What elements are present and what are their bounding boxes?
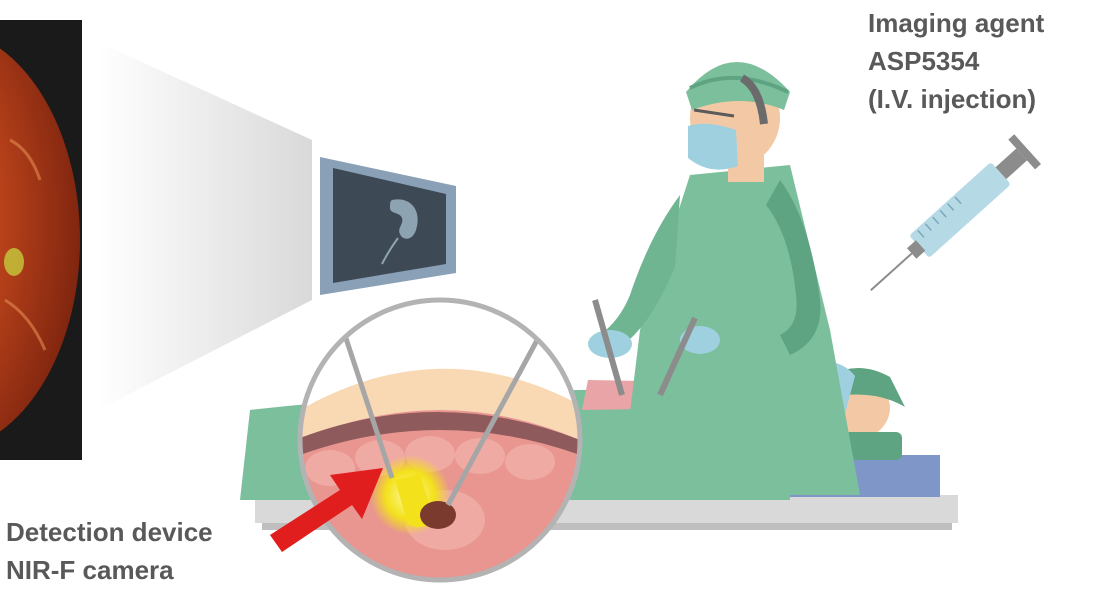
detection-device-line-1: Detection device	[6, 513, 213, 551]
endoscope-view-image	[0, 20, 82, 460]
imaging-agent-line-2: ASP5354	[868, 42, 1044, 80]
detection-device-line-2: NIR-F camera	[6, 551, 213, 589]
monitor-icon	[320, 157, 456, 295]
magnifier-circle	[300, 300, 580, 580]
surgeon-figure	[588, 62, 860, 495]
detection-device-label: Detection device NIR-F camera	[6, 513, 213, 589]
syringe-icon	[857, 134, 1041, 305]
imaging-agent-label: Imaging agent ASP5354 (I.V. injection)	[868, 4, 1044, 118]
imaging-agent-line-3: (I.V. injection)	[868, 80, 1044, 118]
imaging-agent-line-1: Imaging agent	[868, 4, 1044, 42]
projection-beam	[98, 42, 312, 410]
